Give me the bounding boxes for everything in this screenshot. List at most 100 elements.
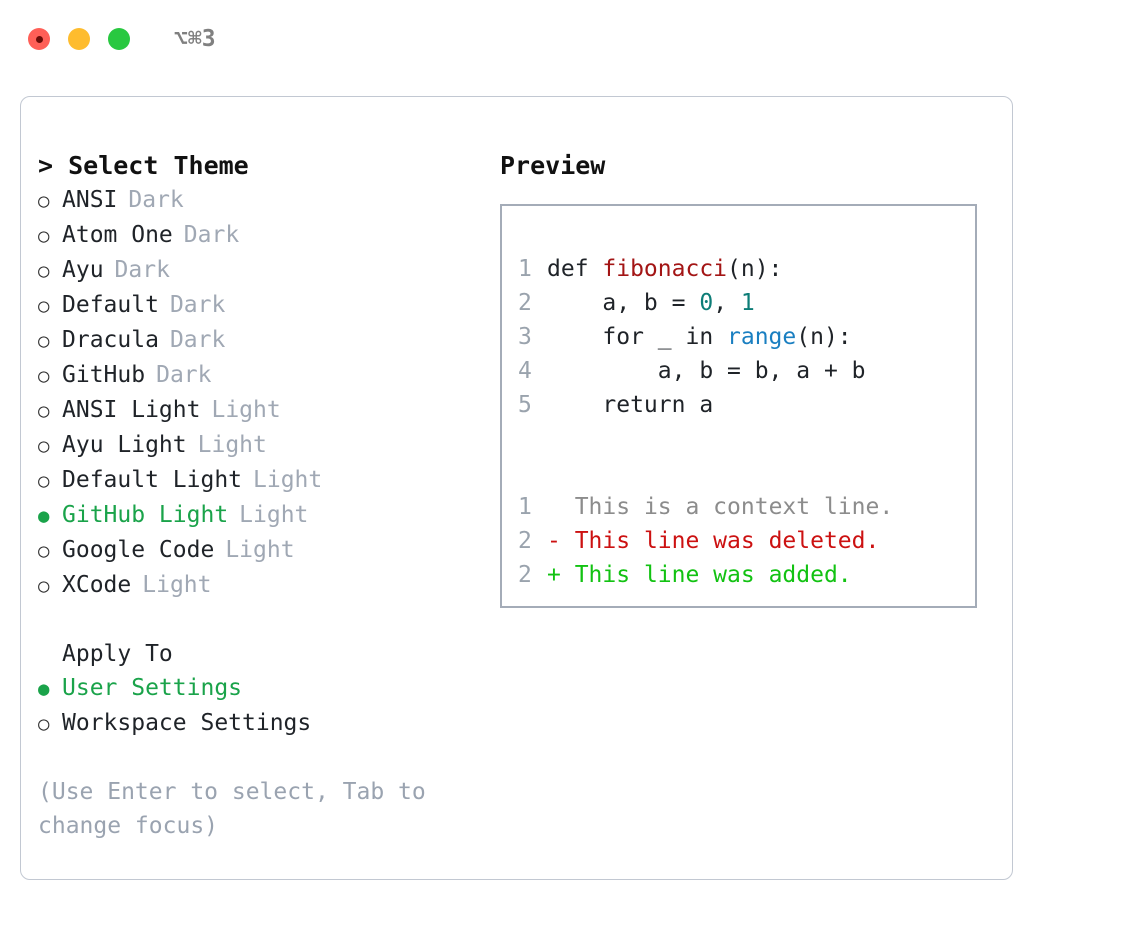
code-segment: def: [547, 256, 603, 282]
radio-icon[interactable]: ○: [38, 470, 50, 492]
theme-name: XCode: [62, 572, 132, 598]
window-controls: [28, 28, 130, 50]
theme-list-item[interactable]: ○ Google Code Light: [38, 533, 481, 568]
theme-list-item[interactable]: ○ Default Dark: [38, 288, 481, 323]
code-line: 1 def fibonacci (n):: [518, 252, 975, 286]
theme-list-item[interactable]: ○ XCode Light: [38, 568, 481, 603]
line-number: 5: [518, 392, 532, 418]
radio-icon[interactable]: ○: [38, 435, 50, 457]
main-panel: > Select Theme ○ ANSI Dark ○ Atom One Da…: [20, 96, 1013, 880]
theme-variant-tag: Dark: [169, 292, 226, 318]
theme-name: Dracula: [62, 327, 159, 353]
theme-variant-tag: Dark: [169, 327, 226, 353]
apply-to-options[interactable]: ● User Settings ○ Workspace Settings: [38, 671, 481, 741]
diff-marker: -: [547, 528, 575, 554]
preview-heading: Preview: [500, 151, 606, 180]
theme-list-item[interactable]: ○ Ayu Dark: [38, 253, 481, 288]
line-number: 3: [518, 324, 532, 350]
theme-name: Default Light: [62, 467, 243, 493]
theme-list-item[interactable]: ○ GitHub Dark: [38, 358, 481, 393]
radio-icon[interactable]: ○: [38, 260, 50, 282]
code-segment: ,: [713, 290, 741, 316]
radio-icon[interactable]: ○: [38, 540, 50, 562]
radio-icon[interactable]: ○: [38, 190, 50, 212]
code-segment: (n):: [796, 324, 852, 350]
diff-marker: [547, 490, 575, 524]
radio-icon-selected[interactable]: ●: [38, 505, 50, 527]
theme-list-item[interactable]: ○ ANSI Light Light: [38, 393, 481, 428]
code-blank-line: [518, 456, 975, 490]
diff-line-added: 2 + This line was added.: [518, 558, 975, 592]
line-number: 2: [518, 562, 532, 588]
theme-variant-tag: Light: [253, 467, 323, 493]
code-line: 5 return a: [518, 388, 975, 422]
apply-to-option-user-settings[interactable]: ● User Settings: [38, 671, 481, 706]
radio-icon-selected[interactable]: ●: [38, 678, 50, 700]
radio-icon[interactable]: ○: [38, 295, 50, 317]
select-theme-heading: > Select Theme: [38, 151, 249, 180]
code-segment-function: fibonacci: [602, 256, 728, 282]
apply-to-option-workspace-settings[interactable]: ○ Workspace Settings: [38, 706, 481, 741]
apply-to-heading: Apply To: [62, 641, 173, 667]
theme-variant-tag: Light: [211, 397, 281, 423]
radio-icon[interactable]: ○: [38, 575, 50, 597]
code-segment: a, b =: [547, 290, 700, 316]
theme-variant-tag: Dark: [183, 222, 240, 248]
theme-variant-tag: Light: [197, 432, 267, 458]
diff-line-context: 1 This is a context line.: [518, 490, 975, 524]
title-bar: ⌥⌘3: [0, 0, 1140, 78]
theme-list-item-selected[interactable]: ● GitHub Light Light: [38, 498, 481, 533]
code-blank-line: [518, 422, 975, 456]
line-number: 2: [518, 528, 532, 554]
keyboard-shortcut-label: ⌥⌘3: [174, 26, 216, 52]
line-number: 1: [518, 494, 532, 520]
close-button-icon[interactable]: [28, 28, 50, 50]
theme-list-item[interactable]: ○ Atom One Dark: [38, 218, 481, 253]
theme-name: GitHub: [62, 362, 146, 388]
preview-column: Preview 1 def fibonacci (n): 2 a, b = 0 …: [481, 97, 1012, 879]
code-line: 2 a, b = 0 , 1: [518, 286, 975, 320]
radio-icon[interactable]: ○: [38, 365, 50, 387]
theme-name: GitHub Light: [62, 502, 229, 528]
diff-line-deleted: 2 - This line was deleted.: [518, 524, 975, 558]
theme-picker-column: > Select Theme ○ ANSI Dark ○ Atom One Da…: [21, 97, 481, 879]
theme-variant-tag: Dark: [114, 257, 170, 283]
radio-icon[interactable]: ○: [38, 713, 50, 735]
theme-name: ANSI Light: [62, 397, 201, 423]
maximize-button-icon[interactable]: [108, 28, 130, 50]
code-segment-number: 1: [740, 290, 755, 316]
theme-name: ANSI: [62, 187, 118, 213]
apply-to-option-label: User Settings: [62, 675, 243, 701]
diff-text: This line was added.: [574, 562, 852, 588]
theme-list[interactable]: ○ ANSI Dark ○ Atom One Dark ○ Ayu Dark: [38, 183, 481, 603]
theme-name: Atom One: [62, 222, 173, 248]
minimize-button-icon[interactable]: [68, 28, 90, 50]
diff-marker: +: [547, 562, 575, 588]
theme-list-item[interactable]: ○ Ayu Light Light: [38, 428, 481, 463]
code-segment: (n):: [727, 256, 783, 282]
theme-name: Default: [62, 292, 159, 318]
radio-icon[interactable]: ○: [38, 400, 50, 422]
theme-name: Google Code: [62, 537, 215, 563]
theme-variant-tag: Light: [225, 537, 295, 563]
list-spacer: [38, 603, 481, 637]
radio-icon[interactable]: ○: [38, 330, 50, 352]
code-segment: for _ in: [547, 324, 728, 350]
apply-to-option-label: Workspace Settings: [62, 710, 312, 736]
theme-list-item[interactable]: ○ Dracula Dark: [38, 323, 481, 358]
keyboard-hint-text: (Use Enter to select, Tab to change focu…: [38, 779, 426, 839]
theme-variant-tag: Light: [142, 572, 212, 598]
code-line: 4 a, b = b, a + b: [518, 354, 975, 388]
theme-name: Ayu: [62, 257, 104, 283]
code-segment: a, b = b, a + b: [547, 358, 866, 384]
theme-list-item[interactable]: ○ Default Light Light: [38, 463, 481, 498]
code-segment-number: 0: [699, 290, 714, 316]
preview-box: 1 def fibonacci (n): 2 a, b = 0 , 1 3: [500, 204, 977, 608]
diff-text: This is a context line.: [574, 494, 894, 520]
radio-icon[interactable]: ○: [38, 225, 50, 247]
theme-list-item[interactable]: ○ ANSI Dark: [38, 183, 481, 218]
line-number: 1: [518, 256, 532, 282]
code-segment-call: range: [727, 324, 797, 350]
code-line: 3 for _ in range (n):: [518, 320, 975, 354]
